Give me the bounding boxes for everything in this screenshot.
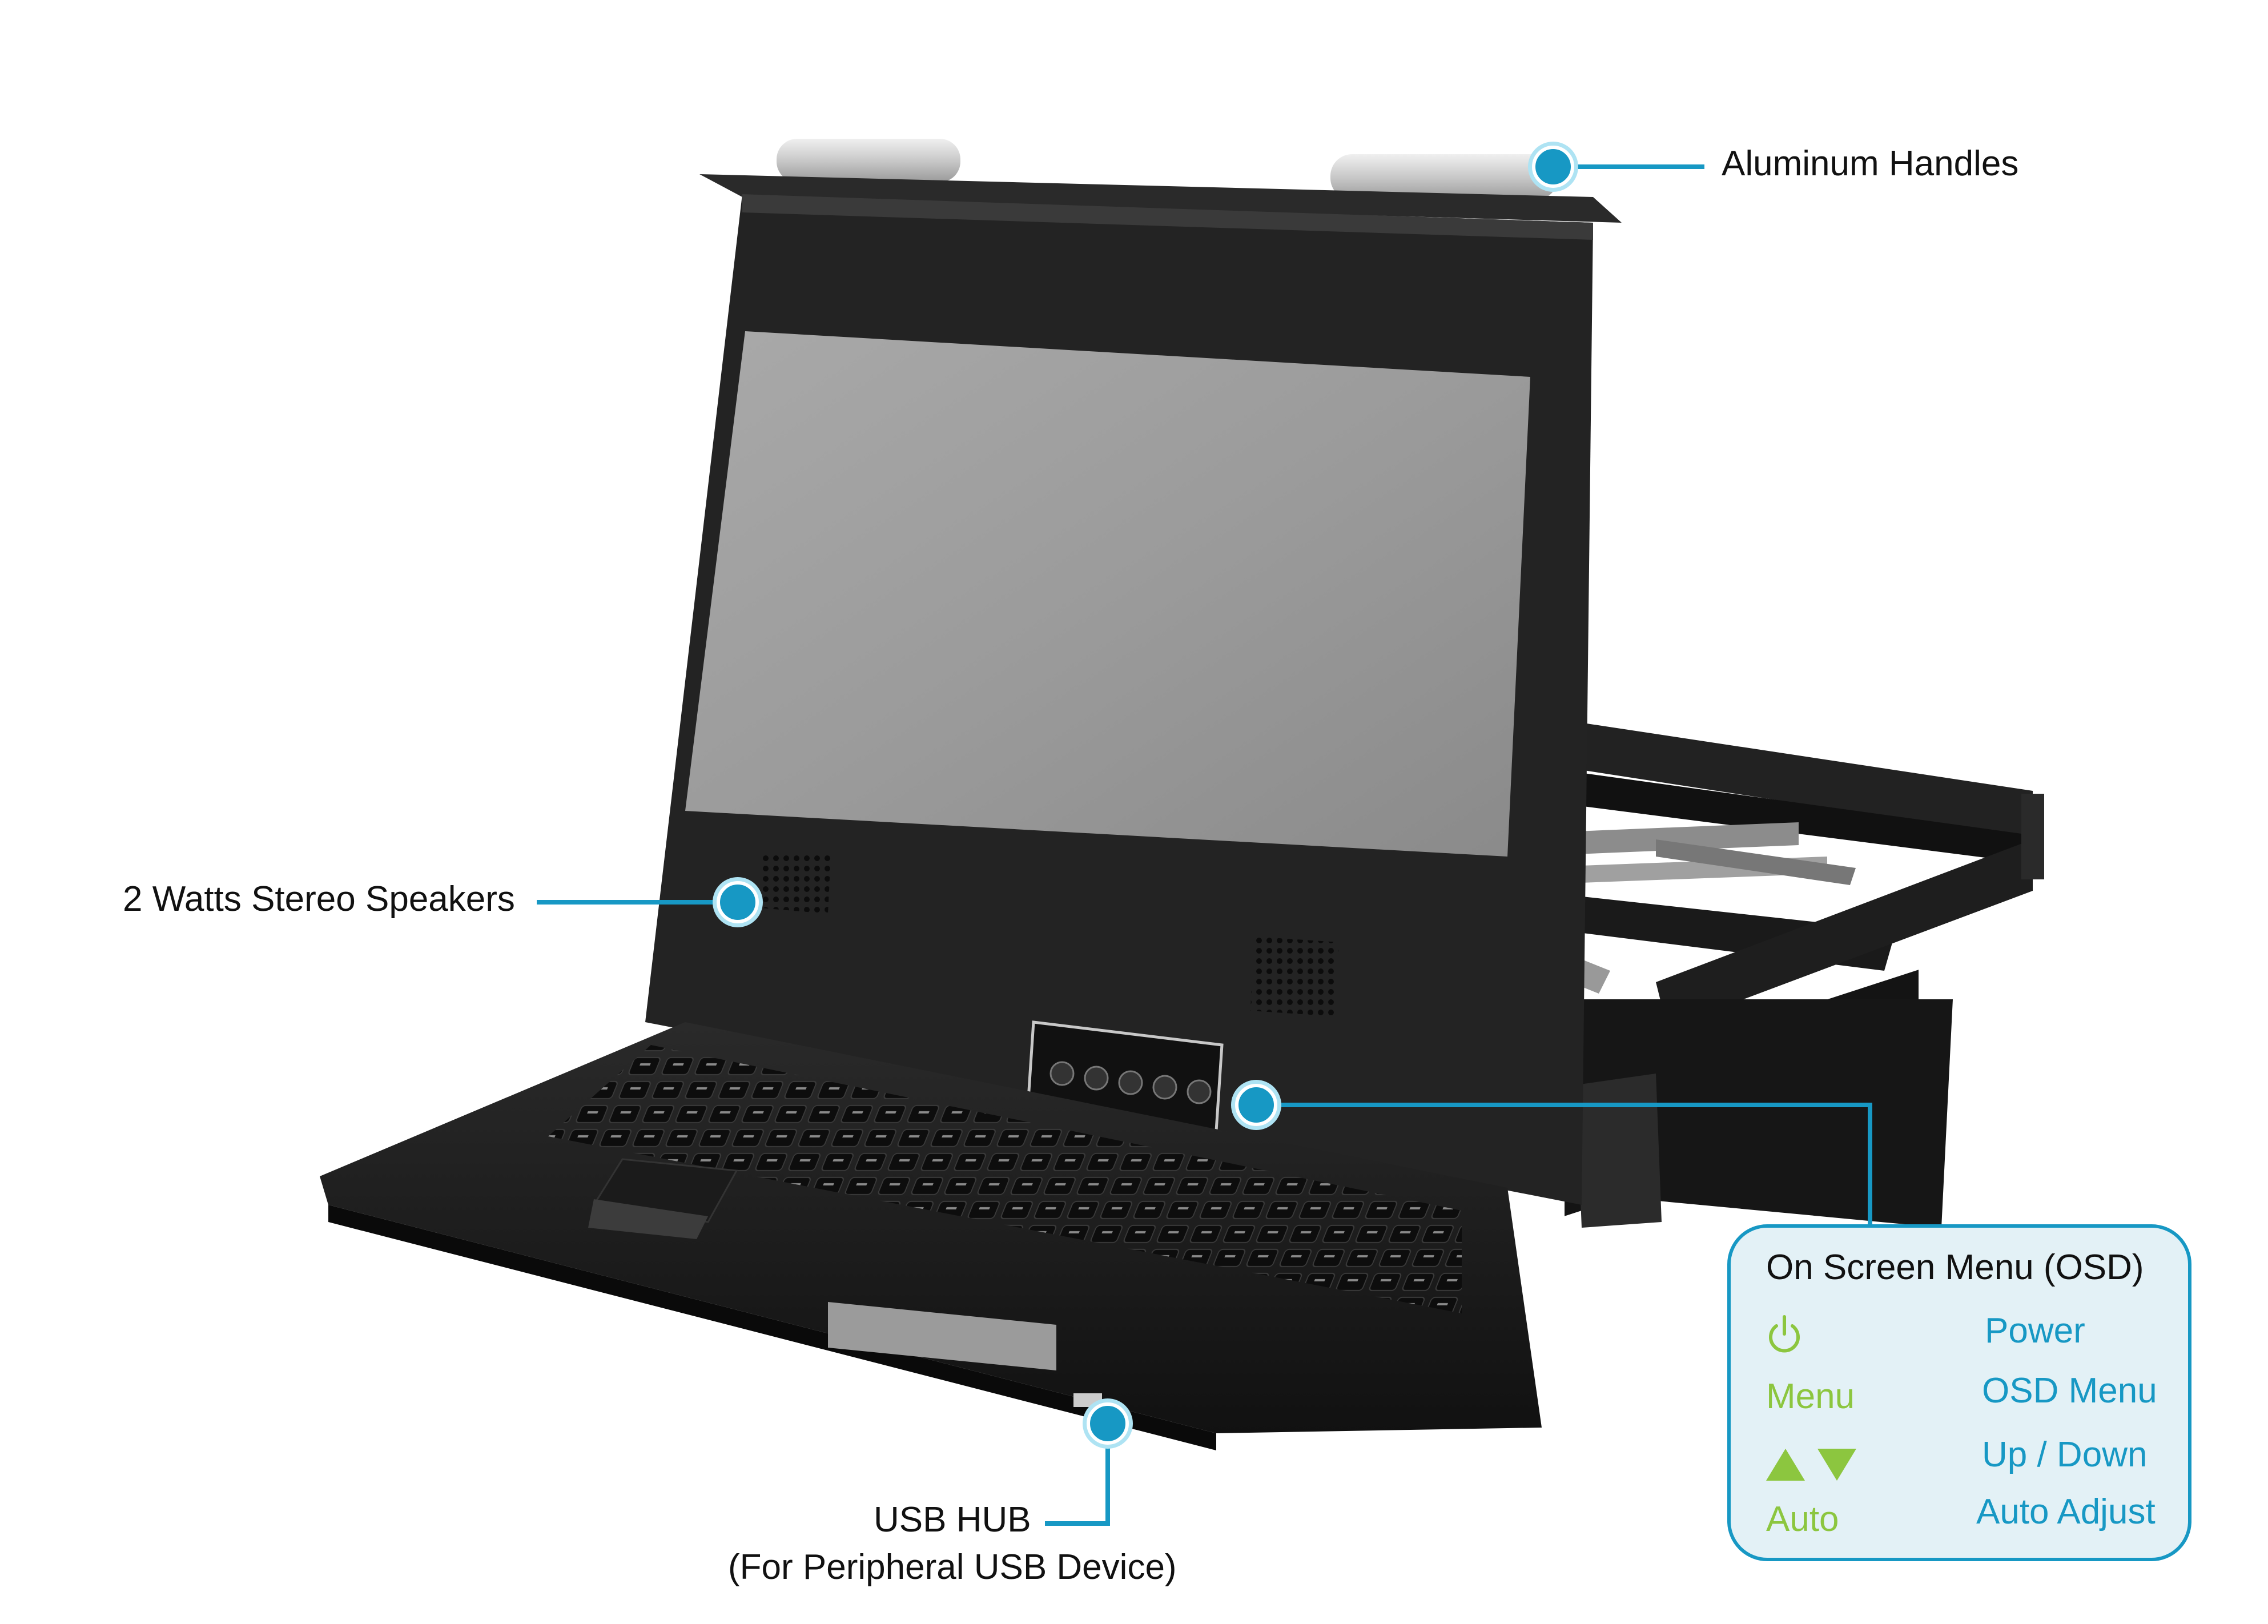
aluminum-handles bbox=[777, 139, 1558, 200]
up-down-arrows-icon bbox=[1766, 1442, 1869, 1482]
lid-top-panel bbox=[699, 174, 1622, 223]
speaker-grille-right bbox=[1250, 936, 1339, 1016]
osd-callout bbox=[1231, 1080, 1872, 1224]
keyboard-keys bbox=[548, 1045, 1462, 1313]
osd-legend-box: On Screen Menu (OSD) Power Menu OSD Menu… bbox=[1727, 1224, 2191, 1561]
usb-callout bbox=[1045, 1398, 1133, 1526]
down-arrow-icon bbox=[1817, 1448, 1856, 1481]
osd-row-auto-key: Auto bbox=[1766, 1500, 1839, 1539]
usb-hub-label: USB HUB bbox=[874, 1500, 1031, 1539]
handles-label: Aluminum Handles bbox=[1722, 144, 2019, 183]
lcd-screen bbox=[685, 331, 1530, 857]
osd-row-power-value: Power bbox=[1985, 1311, 2085, 1350]
osd-row-updown-value: Up / Down bbox=[1982, 1435, 2148, 1474]
up-arrow-icon bbox=[1766, 1448, 1805, 1481]
usb-hub-sublabel: (For Peripheral USB Device) bbox=[728, 1547, 1177, 1587]
osd-row-menu-key: Menu bbox=[1766, 1377, 1855, 1416]
handles-callout bbox=[1528, 142, 1704, 192]
osd-title: On Screen Menu (OSD) bbox=[1766, 1248, 2144, 1287]
speakers-callout bbox=[537, 877, 763, 927]
osd-row-menu-value: OSD Menu bbox=[1982, 1371, 2157, 1410]
power-key bbox=[1766, 1313, 1803, 1363]
power-icon bbox=[1769, 1315, 1800, 1353]
osd-row-auto-value: Auto Adjust bbox=[1976, 1492, 2156, 1531]
speaker-grille-left bbox=[759, 851, 831, 914]
speakers-label: 2 Watts Stereo Speakers bbox=[123, 879, 515, 919]
tray-front-lip bbox=[828, 1302, 1056, 1370]
